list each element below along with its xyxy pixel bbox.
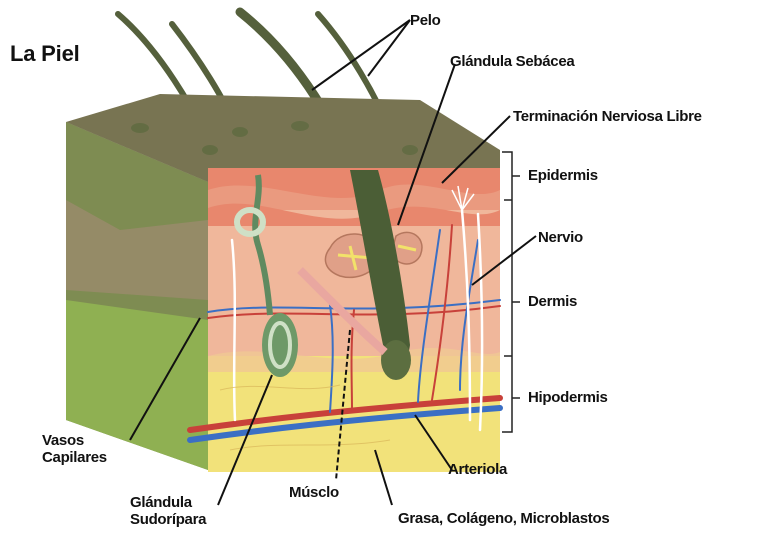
label-vasos-capilares: Vasos Capilares <box>42 432 107 466</box>
layer-bracket <box>502 152 520 432</box>
label-hipodermis: Hipodermis <box>528 389 608 406</box>
label-arteriola: Arteriola <box>448 461 507 478</box>
label-grasa: Grasa, Colágeno, Microblastos <box>398 510 609 527</box>
label-vasos-line1: Vasos <box>42 432 107 449</box>
label-pelo: Pelo <box>410 12 440 29</box>
label-terminacion-nerviosa: Terminación Nerviosa Libre <box>513 108 702 125</box>
label-sudoripara-line2: Sudorípara <box>130 511 206 528</box>
diagram-title: La Piel <box>10 42 80 66</box>
label-glandula-sudoripara: Glándula Sudorípara <box>130 494 206 528</box>
label-nervio: Nervio <box>538 229 583 246</box>
label-epidermis: Epidermis <box>528 167 598 184</box>
label-musculo: Músclo <box>289 484 339 501</box>
label-vasos-line2: Capilares <box>42 449 107 466</box>
label-glandula-sebacea: Glándula Sebácea <box>450 53 574 70</box>
label-sudoripara-line1: Glándula <box>130 494 206 511</box>
label-dermis: Dermis <box>528 293 577 310</box>
